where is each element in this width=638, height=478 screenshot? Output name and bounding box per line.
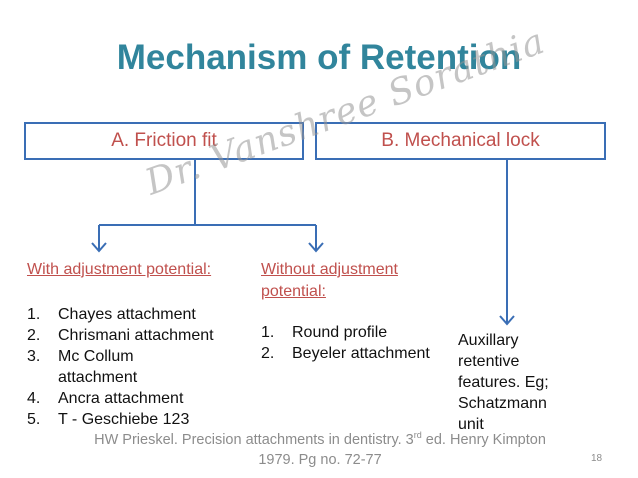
slide-title: Mechanism of Retention	[116, 38, 522, 77]
friction-fit-label: A. Friction fit	[111, 130, 217, 151]
list-item: 2.Chrismani attachment	[27, 327, 214, 344]
list-item: 1.Chayes attachment	[27, 306, 196, 323]
without-adjustment-heading-line1: Without adjustment	[261, 261, 398, 278]
features-line: unit	[458, 416, 484, 433]
without-adjustment-heading-line2: potential:	[261, 283, 326, 300]
without-adjustment-heading: Without adjustment potential:	[261, 259, 398, 303]
mechanical-lock-box: B. Mechanical lock	[315, 122, 606, 160]
list-item: attachment	[58, 369, 138, 386]
reference-line2: 1979. Pg no. 72-77	[258, 452, 382, 468]
reference-line1: HW Prieskel. Precision attachments in de…	[94, 430, 546, 448]
reference-citation: HW Prieskel. Precision attachments in de…	[40, 430, 600, 470]
features-line: retentive	[458, 353, 520, 370]
mechanical-lock-label: B. Mechanical lock	[381, 130, 540, 151]
features-line: features. Eg;	[458, 374, 549, 391]
middle-arrow-head	[308, 242, 324, 253]
without-adjustment-list: 1.Round profile 2.Beyeler attachment	[261, 322, 461, 364]
mechanical-lock-features: Auxillary retentive features. Eg; Schatz…	[458, 330, 578, 435]
with-adjustment-heading: With adjustment potential:	[27, 261, 212, 278]
friction-fit-box: A. Friction fit	[24, 122, 304, 160]
list-item: 1.Round profile	[261, 324, 388, 341]
list-item: 5.T - Geschiebe 123	[27, 411, 190, 428]
list-item: 3.Mc Collum	[27, 348, 134, 365]
list-item: 2.Beyeler attachment	[261, 345, 430, 362]
left-arrow-head	[91, 242, 107, 253]
page-number: 18	[591, 453, 603, 464]
right-arrow-head	[499, 315, 515, 326]
with-adjustment-list: 1.Chayes attachment 2.Chrismani attachme…	[27, 304, 247, 430]
features-line: Schatzmann	[458, 395, 547, 412]
list-item: 4.Ancra attachment	[27, 390, 184, 407]
features-line: Auxillary	[458, 332, 519, 349]
